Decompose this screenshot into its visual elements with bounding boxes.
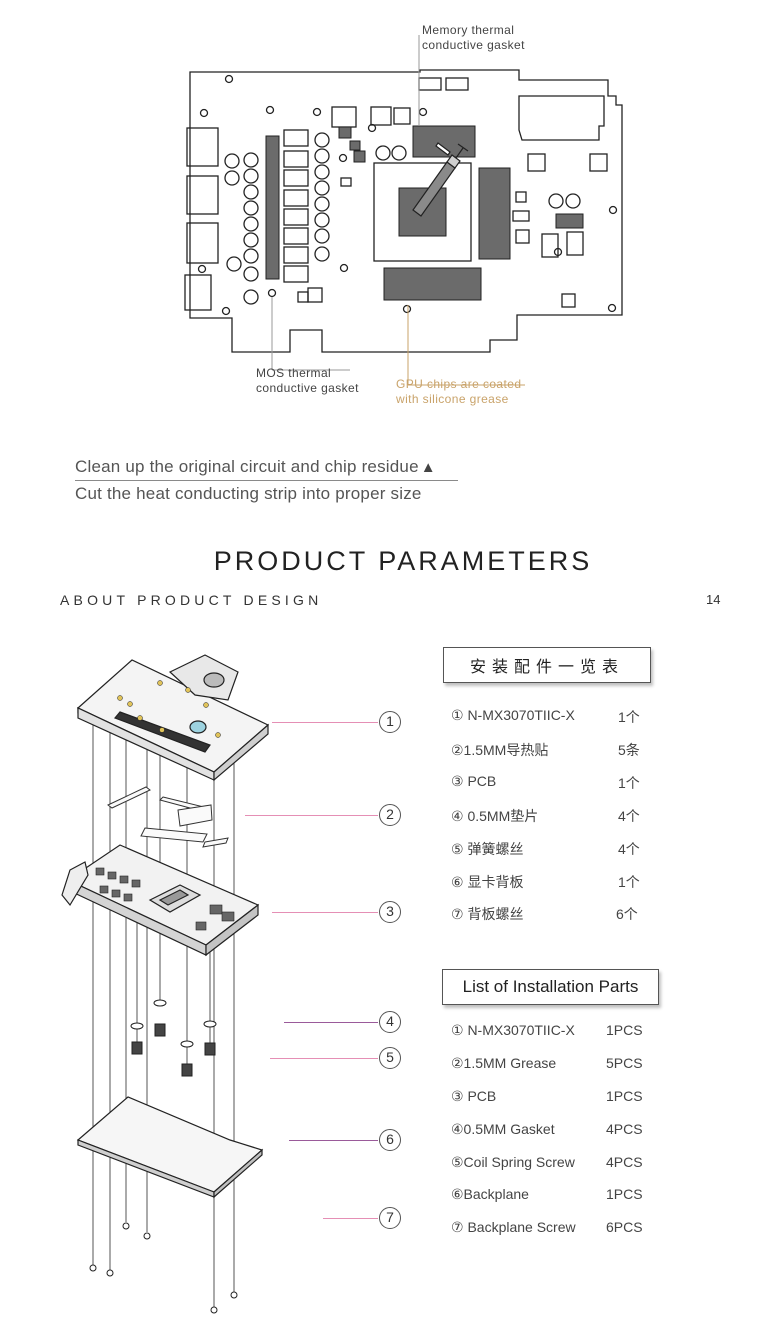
exploded-diagram bbox=[61, 654, 270, 1314]
step-divider bbox=[75, 480, 458, 481]
step-cut: Cut the heat conducting strip into prope… bbox=[75, 484, 422, 503]
callout-number: 1 bbox=[379, 711, 401, 733]
step-clean: Clean up the original circuit and chip r… bbox=[75, 457, 436, 476]
leader-line-3 bbox=[272, 912, 378, 913]
triangle-up-icon: ▲ bbox=[420, 459, 436, 476]
leader-line-5 bbox=[270, 1058, 378, 1059]
mos-gasket-label: MOS thermal conductive gasket bbox=[256, 366, 359, 395]
parts-list-en-title: List of Installation Parts bbox=[442, 969, 659, 1005]
memory-gasket-label: Memory thermal conductive gasket bbox=[422, 23, 525, 52]
callout-number: 2 bbox=[379, 804, 401, 826]
leader-line-7 bbox=[323, 1218, 378, 1219]
callout-number: 6 bbox=[379, 1129, 401, 1151]
parts-list-cn-title: 安装配件一览表 bbox=[443, 647, 651, 683]
leader-line-4 bbox=[284, 1022, 378, 1023]
pcb-diagram bbox=[184, 35, 623, 386]
callout-number: 5 bbox=[379, 1047, 401, 1069]
callout-number: 4 bbox=[379, 1011, 401, 1033]
page-subtitle: ABOUT PRODUCT DESIGN bbox=[60, 592, 323, 608]
leader-line-6 bbox=[289, 1140, 378, 1141]
leader-line-1 bbox=[272, 722, 378, 723]
callout-number: 7 bbox=[379, 1207, 401, 1229]
callout-number: 3 bbox=[379, 901, 401, 923]
leader-line-2 bbox=[245, 815, 378, 816]
page-title: PRODUCT PARAMETERS bbox=[213, 546, 593, 576]
page-number: 14 bbox=[706, 592, 721, 607]
gpu-grease-label: GPU chips are coated with silicone greas… bbox=[396, 377, 522, 406]
